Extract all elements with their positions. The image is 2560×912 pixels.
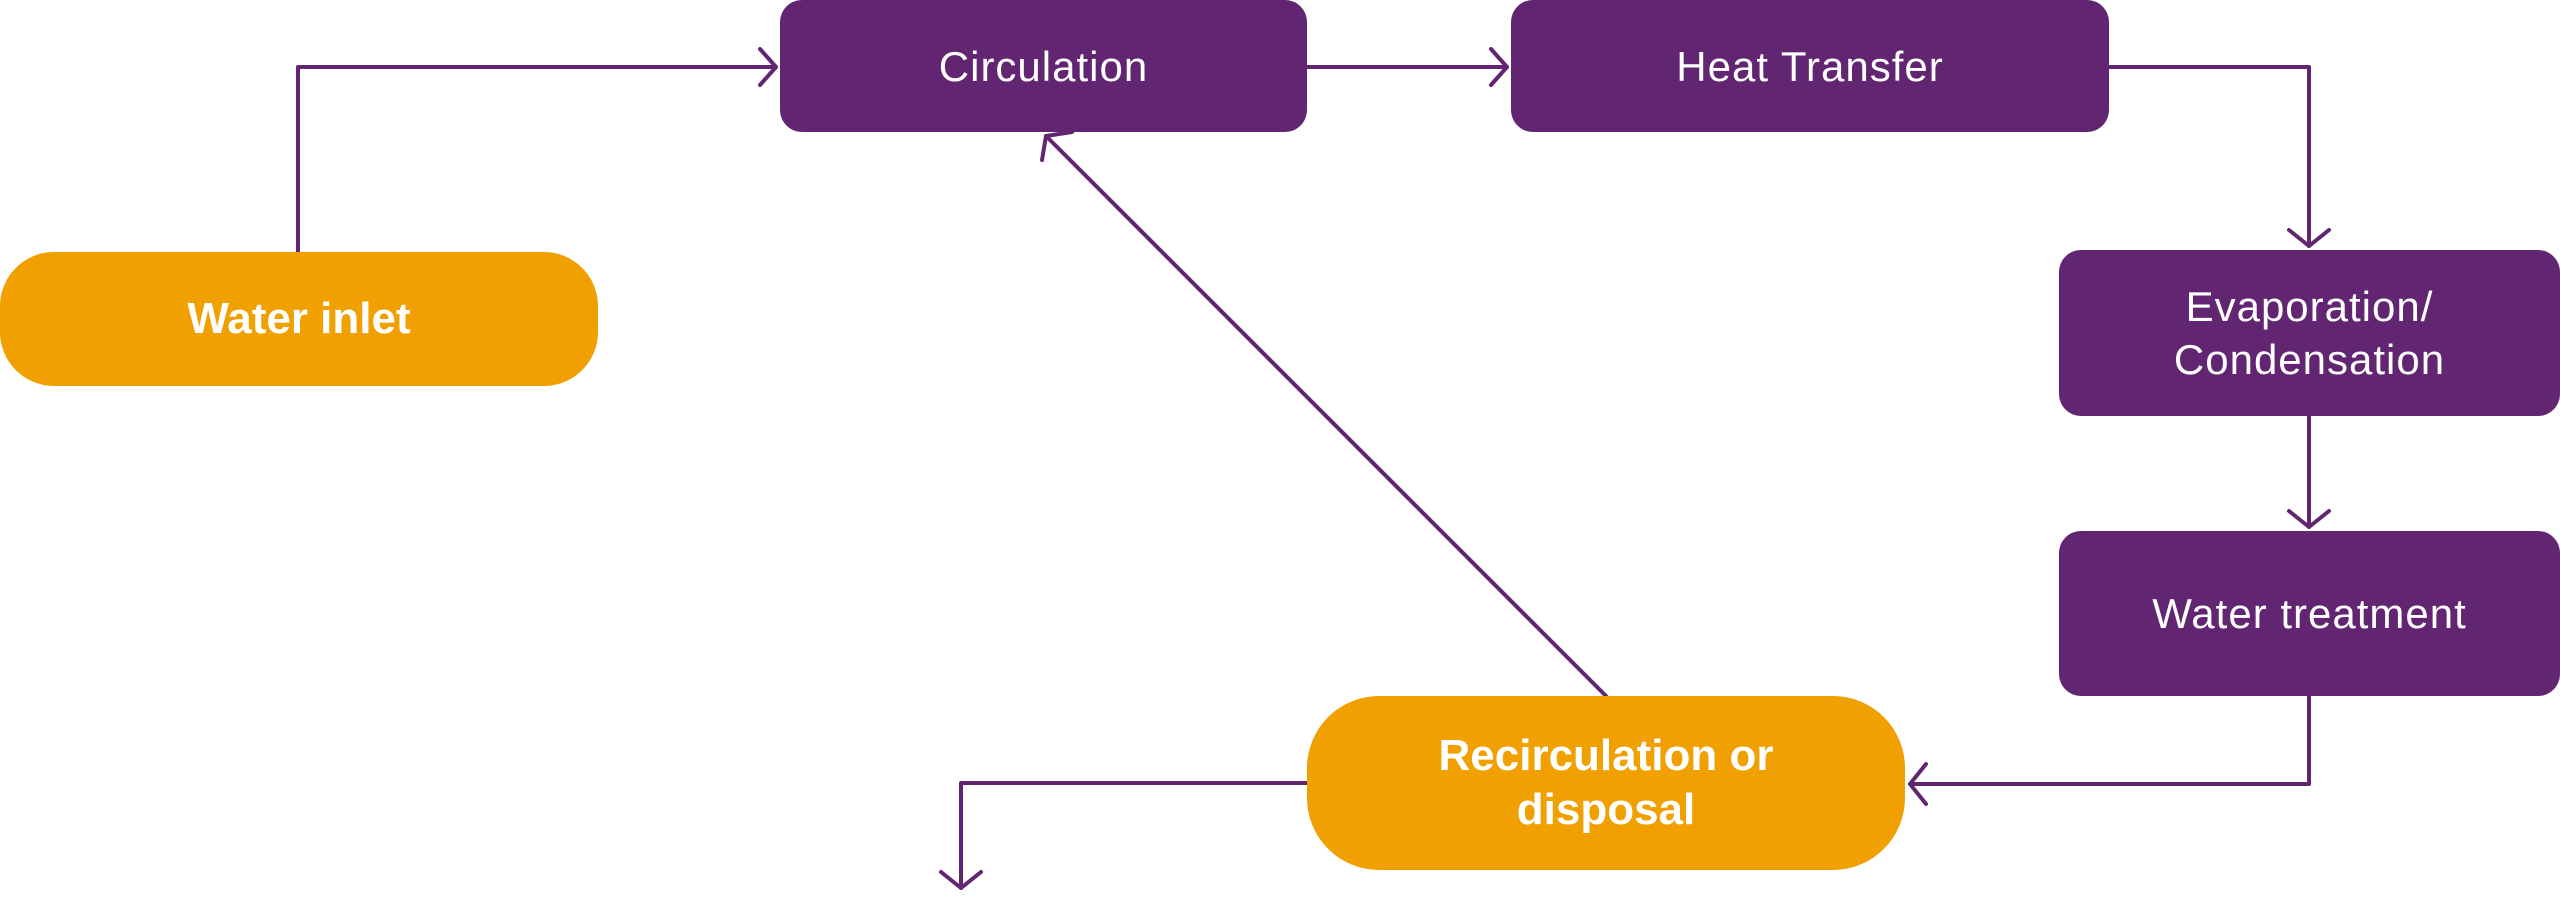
node-evaporation-condensation: Evaporation/ Condensation — [2059, 250, 2560, 416]
arrowhead-circulation-left — [758, 47, 778, 87]
node-label: Circulation — [938, 42, 1149, 90]
arrowhead-outflow-bottom — [939, 870, 983, 890]
node-label: Recirculation or disposal — [1438, 731, 1774, 834]
arrowhead-heat-transfer-left — [1489, 47, 1509, 87]
edge-water-treatment-to-recirculation — [1908, 694, 2311, 786]
edge-heat-transfer-to-evaporation — [2107, 65, 2311, 248]
arrowhead-evaporation-top — [2287, 228, 2331, 248]
node-water-inlet: Water inlet — [0, 252, 598, 386]
arrowhead-water-treatment-top — [2287, 509, 2331, 529]
node-label: Heat Transfer — [1676, 42, 1944, 90]
edge-water-inlet-to-circulation — [296, 65, 778, 254]
node-recirculation-or-disposal: Recirculation or disposal — [1307, 696, 1905, 870]
edge-recirculation-outflow — [959, 781, 1309, 890]
node-circulation: Circulation — [780, 0, 1307, 132]
edge-recirculation-to-circulation — [1044, 134, 1608, 698]
node-label: Water treatment — [2152, 590, 2467, 637]
node-label: Evaporation/ Condensation — [2173, 283, 2446, 383]
node-label: Water inlet — [187, 294, 411, 343]
arrowhead-recirculation-right — [1908, 762, 1928, 806]
node-heat-transfer: Heat Transfer — [1511, 0, 2109, 132]
arrowhead-circulation-bottom — [1040, 130, 1074, 162]
node-water-treatment: Water treatment — [2059, 531, 2560, 696]
